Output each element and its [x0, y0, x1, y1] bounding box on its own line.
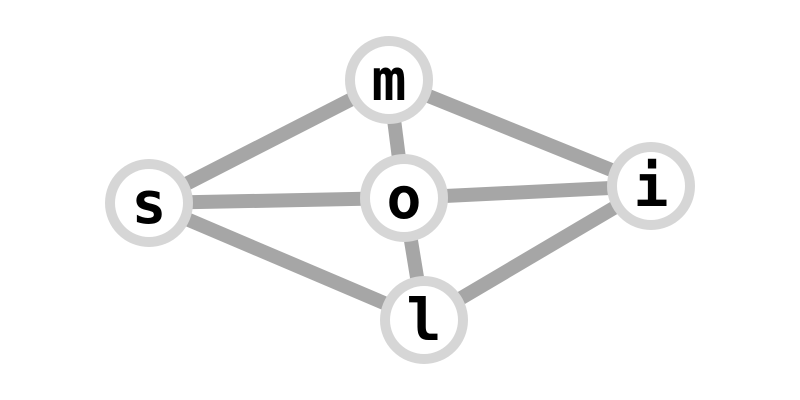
node-s: s [105, 159, 193, 247]
node-i: i [607, 142, 695, 230]
node-circle [355, 46, 423, 114]
nodes-layer: m s o i l [105, 36, 695, 364]
node-circle [115, 169, 183, 237]
edge-s-l [146, 196, 427, 327]
node-label: m [372, 46, 407, 114]
node-circle [617, 152, 685, 220]
node-label: i [634, 152, 669, 220]
node-circle [390, 286, 458, 354]
node-circle [370, 164, 438, 232]
node-o: o [360, 154, 448, 242]
edge-s-m [145, 73, 393, 210]
node-label: l [407, 286, 442, 354]
node-label: s [132, 169, 167, 237]
node-l: l [380, 276, 468, 364]
node-m: m [345, 36, 433, 124]
node-label: o [387, 164, 422, 232]
edge-m-i [386, 73, 654, 193]
